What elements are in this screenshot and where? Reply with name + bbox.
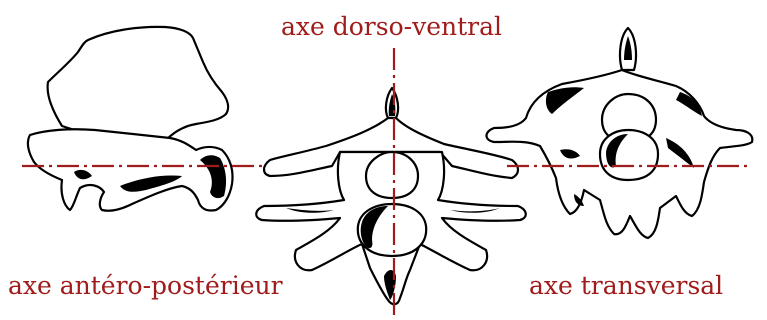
vertebra-cranial-view xyxy=(256,88,526,304)
label-dorso-ventral: axe dorso-ventral xyxy=(281,14,502,39)
label-antero-posterieur: axe antéro-postérieur xyxy=(8,273,283,298)
vertebra-lateral-view xyxy=(28,27,233,211)
label-transversal: axe transversal xyxy=(529,273,723,298)
vertebra-caudal-view xyxy=(487,28,753,238)
